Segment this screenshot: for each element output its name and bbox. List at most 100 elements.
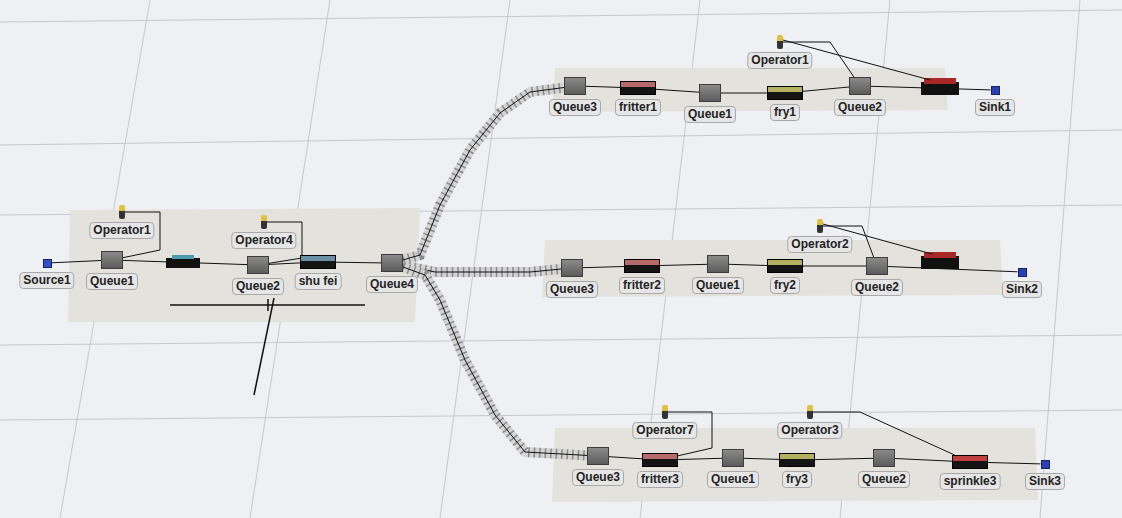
flow-line: [988, 463, 1041, 464]
connector-line: [656, 89, 699, 92]
operator-node: Operator4: [261, 215, 267, 229]
connector-line: [586, 86, 620, 87]
object-label: Queue2: [232, 278, 284, 295]
operator-node: Operator2: [817, 219, 823, 233]
object-label: fritter1: [615, 99, 661, 116]
operator-node: Operator3: [807, 405, 813, 419]
connector-line: [609, 457, 642, 459]
flow-line: [895, 459, 952, 462]
processor-node: fry3: [779, 453, 815, 467]
queue-node: Queue4: [381, 254, 403, 272]
conveyor-rollers: [403, 88, 564, 260]
queue-node: Queue1: [101, 251, 123, 269]
processor-symbol: [166, 255, 200, 268]
processor-symbol: [921, 78, 959, 95]
flow-line: [656, 89, 699, 92]
connector-line: [803, 266, 866, 267]
queue-node: Queue3: [561, 259, 583, 277]
object-label: Queue2: [858, 471, 910, 488]
connector-line: [744, 458, 779, 459]
object-label: Queue1: [707, 471, 759, 488]
flow-line: [52, 261, 102, 263]
flow-line: [815, 458, 873, 459]
object-label: Queue2: [851, 279, 903, 296]
connector-line: [269, 263, 300, 265]
flow-line: [586, 86, 620, 87]
flow-line: [803, 266, 866, 267]
object-label: Queue3: [572, 469, 624, 486]
connector-line: [729, 264, 767, 265]
queue-node: Queue2: [866, 257, 888, 275]
conveyor-bed: [403, 88, 564, 260]
floor-panel: [552, 68, 948, 112]
object-label: Operator2: [787, 236, 852, 253]
processor-symbol: [921, 252, 959, 269]
flow-line: [744, 458, 779, 459]
object-label: Sink2: [1002, 281, 1042, 298]
sink-node: Sink2: [1018, 268, 1027, 277]
object-label: fry3: [782, 471, 812, 488]
processor-node: fry2: [767, 259, 803, 273]
object-label: fritter3: [637, 471, 683, 488]
object-label: Sink1: [975, 99, 1015, 116]
object-label: Queue3: [546, 281, 598, 298]
connector-line: [336, 262, 381, 264]
flow-line: [729, 264, 767, 265]
queue-node: Queue3: [564, 77, 586, 95]
flow-line: [583, 267, 624, 268]
connector-line: [403, 88, 564, 260]
object-label: Operator7: [632, 422, 697, 439]
floor-panel: [552, 428, 1038, 502]
connector-line: [988, 463, 1041, 464]
view-crosshair: [170, 298, 365, 395]
object-label: Operator1: [89, 222, 154, 239]
object-label: sprinkle3: [940, 473, 1001, 490]
connector-line: [721, 93, 767, 94]
processor-node: sprinkle3: [952, 455, 988, 469]
object-label: Queue4: [366, 276, 418, 293]
object-label: Queue2: [834, 99, 886, 116]
flow-line: [269, 263, 300, 265]
connector-line: [660, 264, 707, 265]
sink-node: Sink3: [1041, 460, 1050, 469]
queue-node: Queue3: [587, 447, 609, 465]
queue-node: Queue2: [247, 256, 269, 274]
object-label: fry2: [770, 277, 800, 294]
flow-line: [678, 458, 722, 459]
processor-node: fry1: [767, 86, 803, 100]
operator-node: Operator1: [119, 205, 125, 219]
object-label: Queue3: [549, 99, 601, 116]
connector-line: [52, 261, 102, 263]
sink-node: Sink1: [991, 86, 1000, 95]
conveyor-link: [403, 88, 564, 260]
operator-link: [783, 40, 932, 254]
operator-node: Operator1: [777, 35, 783, 49]
object-label: shu fei: [295, 273, 342, 290]
object-label: fritter2: [619, 277, 665, 294]
floor-panel: [542, 240, 1003, 297]
object-label: Source1: [19, 272, 74, 289]
queue-node: Queue2: [849, 77, 871, 95]
flow-line: [803, 87, 849, 91]
queue-node: Queue2: [873, 449, 895, 467]
queue-node: Queue1: [722, 449, 744, 467]
queue-node: Queue1: [699, 84, 721, 102]
flow-line: [660, 264, 707, 265]
flow-line: [609, 457, 642, 459]
flow-line: [336, 262, 381, 264]
source-node: Source1: [43, 259, 52, 268]
object-label: Queue1: [692, 277, 744, 294]
processor-node: fritter2: [624, 259, 660, 273]
object-label: Sink3: [1025, 473, 1065, 490]
processor-node: fritter1: [620, 81, 656, 95]
queue-node: Queue1: [707, 255, 729, 273]
processor-node: fritter3: [642, 453, 678, 467]
connector-line: [803, 87, 849, 91]
object-label: Operator3: [777, 422, 842, 439]
flow-line: [721, 93, 767, 94]
floor-panel: [68, 208, 420, 322]
processor-node: shu fei: [300, 255, 336, 269]
object-label: fry1: [770, 104, 800, 121]
